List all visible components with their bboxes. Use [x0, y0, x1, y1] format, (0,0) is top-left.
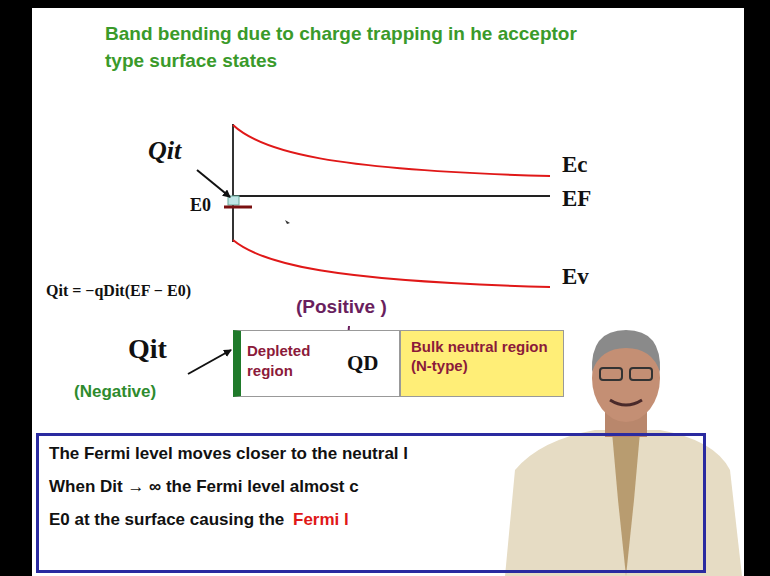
node-text: E0 at the surface causing the: [49, 510, 284, 530]
depleted-region: Depleted region QD: [233, 330, 400, 397]
level-label: E0: [190, 195, 211, 216]
band-label: Ec: [562, 152, 588, 178]
node-text: When Dit → ∞ the Fermi level almost c: [49, 477, 359, 497]
band-label: Ev: [562, 264, 589, 290]
bulk-region: Bulk neutral region (N-type): [400, 330, 564, 397]
node-text: Depleted region: [247, 341, 333, 381]
charge-label: Qit: [128, 333, 167, 365]
charge-label: QD: [347, 351, 379, 376]
equation: Qit = −qDit(EF − E0): [46, 282, 191, 300]
node-text: Bulk neutral region (N-type): [411, 337, 555, 375]
slide-title: Band bending due to charge trapping in h…: [105, 20, 585, 74]
charge-sign: (Positive ): [296, 296, 387, 318]
charge-sign: (Negative): [74, 382, 156, 402]
note-box: The Fermi level moves closer to the neut…: [36, 433, 706, 573]
highlight-text: Fermi l: [293, 510, 349, 530]
node-text: The Fermi level moves closer to the neut…: [49, 444, 408, 464]
charge-label: Qit: [148, 136, 181, 166]
band-label: EF: [562, 186, 591, 212]
